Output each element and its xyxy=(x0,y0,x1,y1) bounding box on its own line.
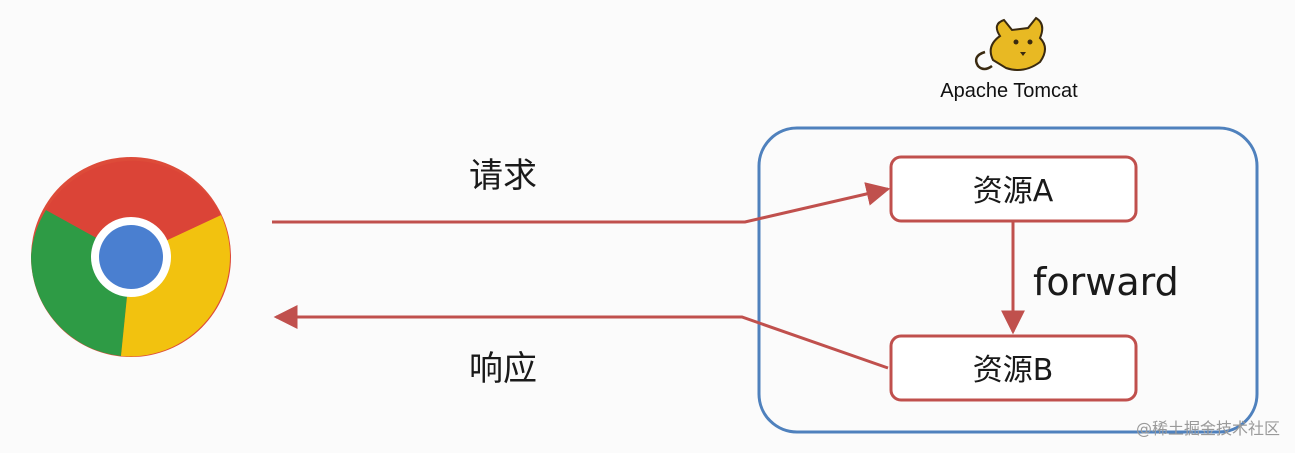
resource-a-label: 资源A xyxy=(973,174,1054,209)
server-container xyxy=(757,126,1259,434)
watermark: @稀土掘金技术社区 xyxy=(1136,419,1280,438)
chrome-icon xyxy=(31,157,231,357)
resource-b-box: 资源B xyxy=(889,334,1138,402)
response-label: 响应 xyxy=(469,349,537,389)
resource-a-box: 资源A xyxy=(889,155,1138,223)
forward-label: forward xyxy=(1033,260,1179,304)
request-label: 请求 xyxy=(469,156,537,196)
tomcat-logo: Apache Tomcat xyxy=(940,16,1078,102)
server-name: Apache Tomcat xyxy=(940,80,1078,102)
resource-b-label: 资源B xyxy=(973,353,1054,388)
request-arrow xyxy=(272,182,891,224)
response-arrow xyxy=(273,305,889,370)
